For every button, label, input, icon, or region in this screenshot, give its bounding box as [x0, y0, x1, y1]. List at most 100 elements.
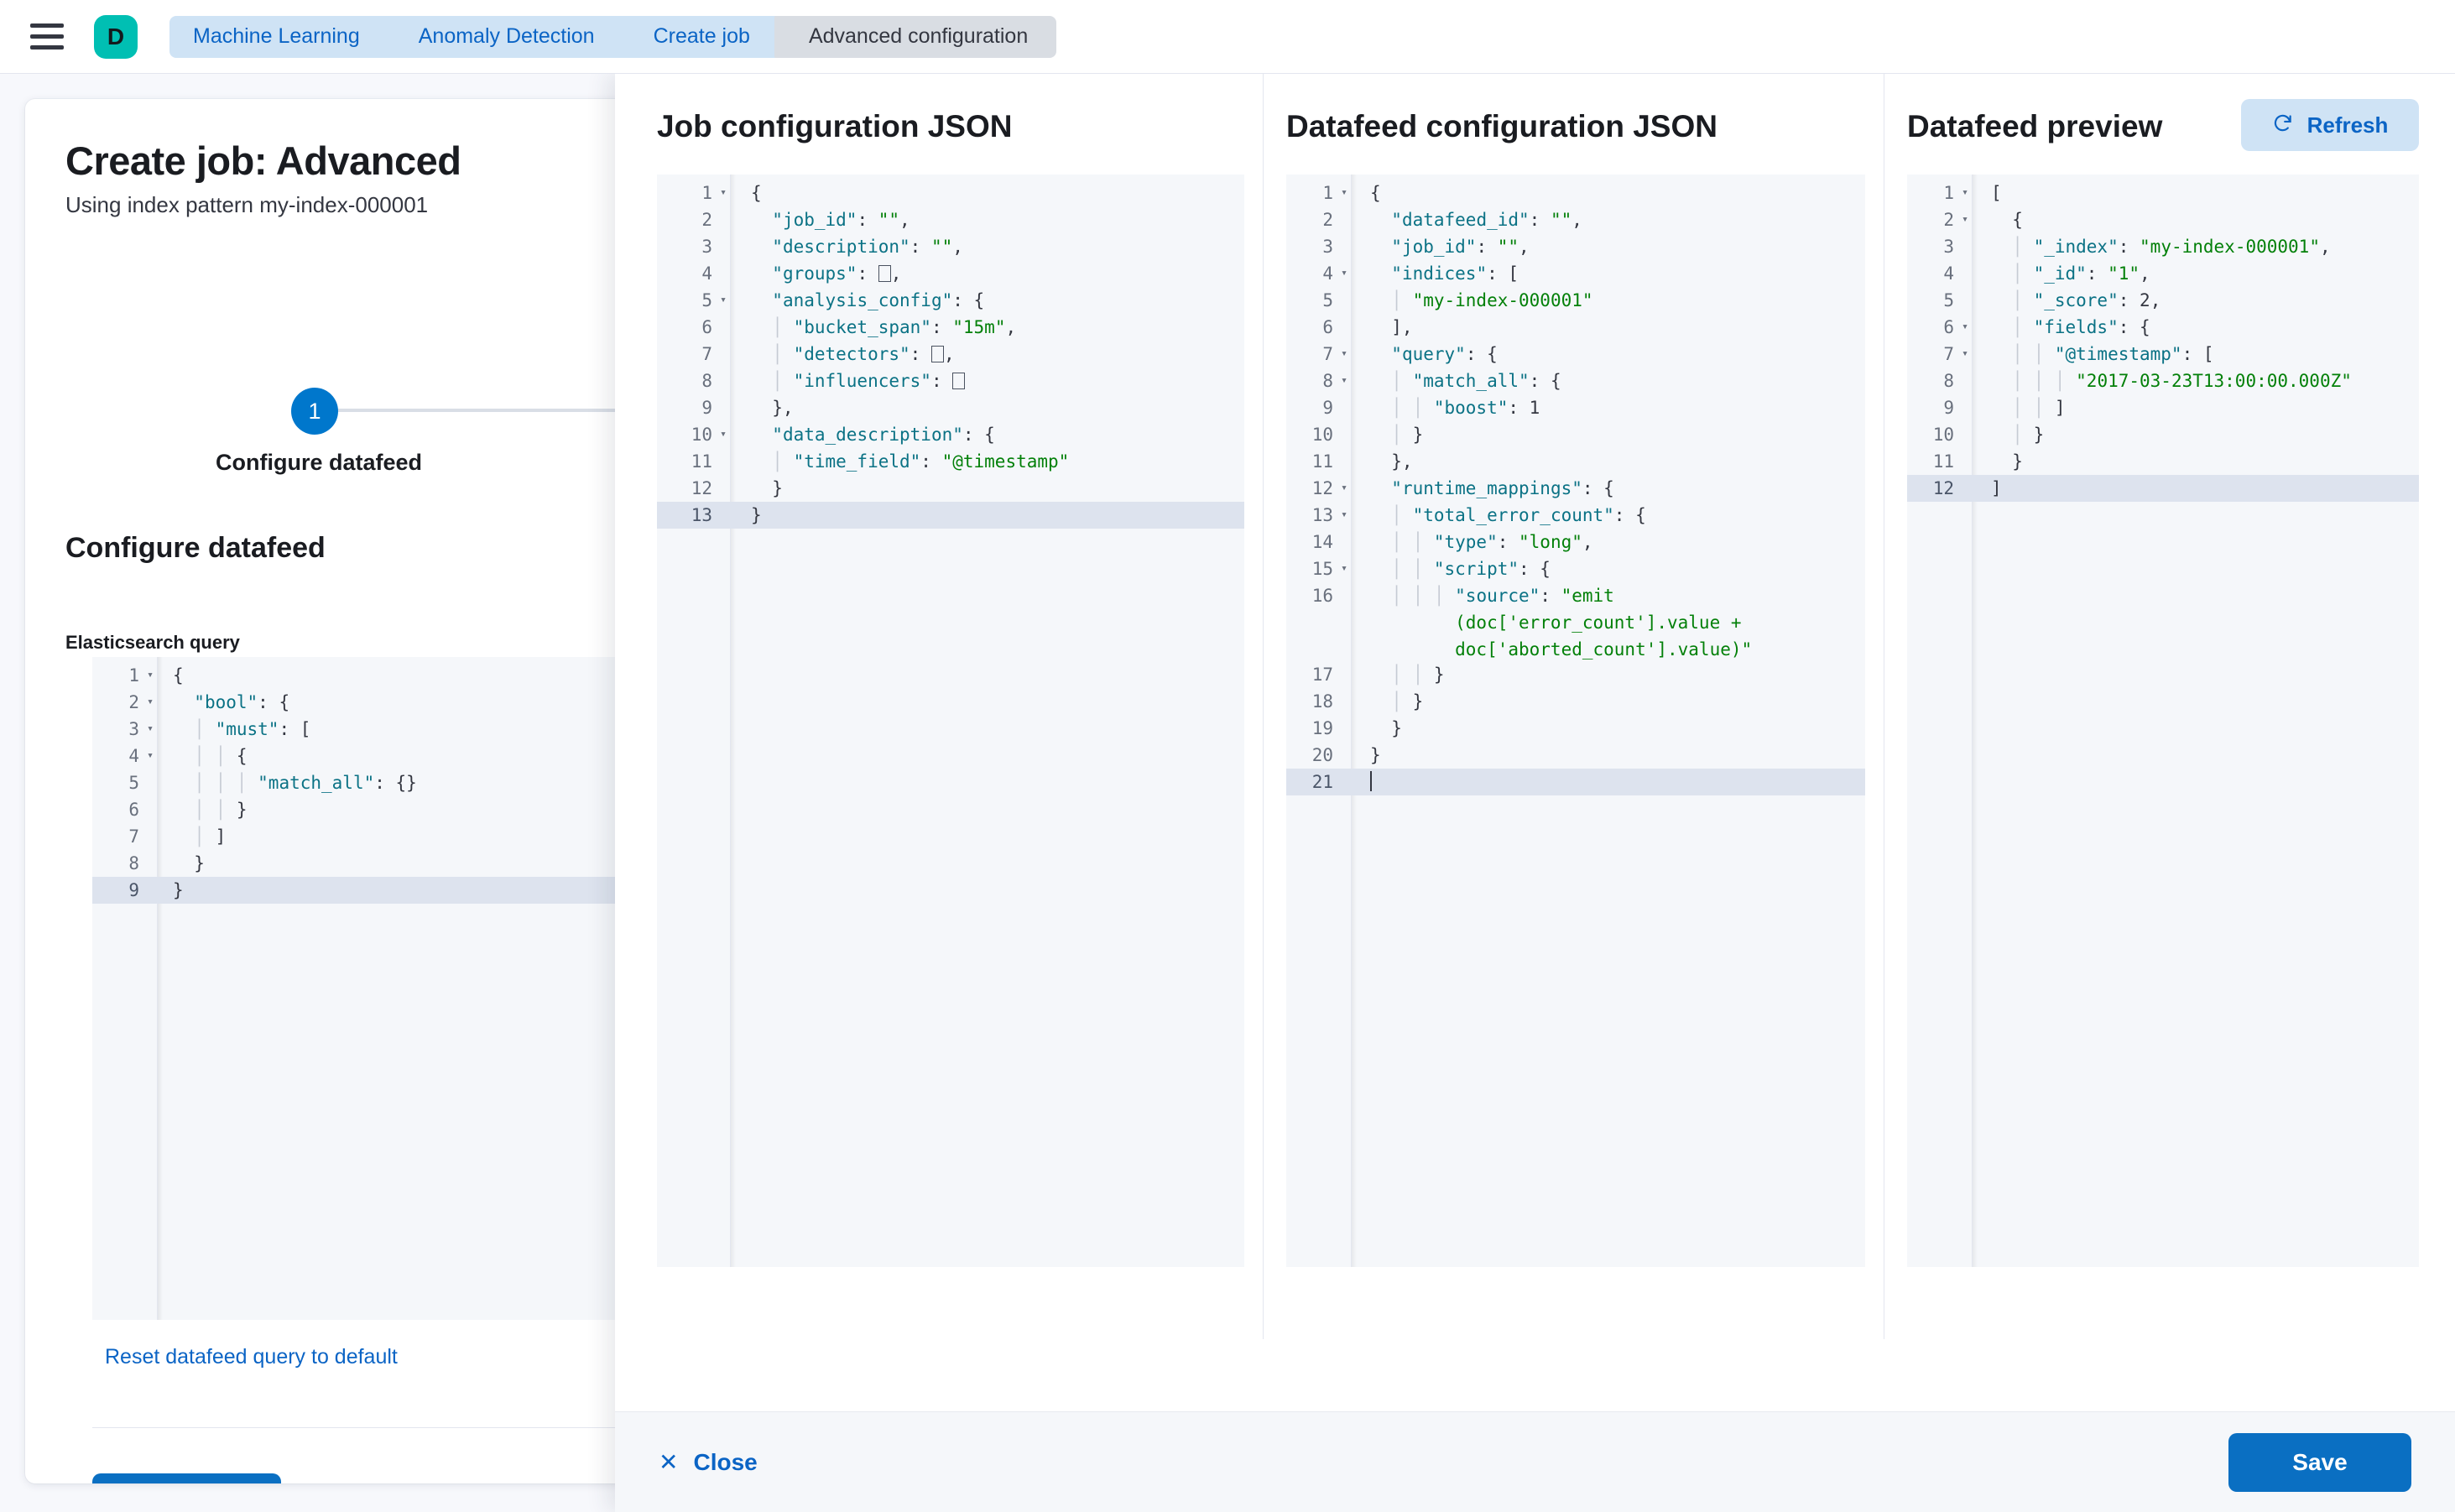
line-number: 11 [1311, 451, 1333, 472]
editor-scroll-shadow [1352, 175, 1357, 1267]
code-line-text: │ │ { [173, 746, 248, 766]
breadcrumb-item-label: Anomaly Detection [418, 24, 595, 48]
code-line: 6 │ │ } [92, 796, 1082, 823]
next-button[interactable]: Next ❯ [92, 1473, 281, 1483]
code-line: 13▾ │ "total_error_count": { [1286, 502, 1865, 529]
line-number: 20 [1311, 745, 1333, 765]
fold-toggle-icon[interactable]: ▾ [1962, 186, 1968, 199]
code-line: 11 } [1907, 448, 2419, 475]
line-number: 6 [1322, 317, 1333, 337]
code-line-text: │ "match_all": { [1370, 371, 1561, 391]
breadcrumb-item-machine-learning[interactable]: Machine Learning [169, 15, 405, 58]
code-line-text: }, [751, 398, 794, 418]
code-line: 2 "job_id": "", [657, 206, 1244, 233]
fold-toggle-icon[interactable]: ▾ [147, 669, 154, 681]
code-line: 7 │ "detectors": , [657, 341, 1244, 368]
code-line: 21 [1286, 769, 1865, 795]
code-line-text: { [1370, 183, 1381, 203]
code-line-text: "job_id": "", [772, 210, 910, 230]
editor-gutter [1907, 175, 1973, 1267]
code-line-text: │ │ │ "match_all": {} [173, 773, 417, 793]
code-line: 20} [1286, 742, 1865, 769]
line-number: 2 [701, 210, 712, 230]
fold-toggle-icon[interactable]: ▾ [1962, 213, 1968, 226]
datafeed-preview-editor[interactable]: 1▾[2▾ {3 │ "_index": "my-index-000001",4… [1907, 175, 2419, 1267]
code-line: 7 │ ] [92, 823, 1082, 850]
fold-toggle-icon[interactable]: ▾ [1962, 321, 1968, 333]
fold-toggle-icon[interactable]: ▾ [1341, 374, 1347, 387]
fold-toggle-icon[interactable]: ▾ [1341, 562, 1347, 575]
breadcrumb-separator-icon [383, 15, 405, 58]
fold-toggle-icon[interactable]: ▾ [720, 294, 727, 306]
line-number: 7 [128, 826, 139, 847]
refresh-button[interactable]: Refresh [2241, 99, 2419, 151]
code-line-text: "job_id": "", [1391, 237, 1530, 257]
code-line: 3 "description": "", [657, 233, 1244, 260]
code-line: 8 │ "influencers": [657, 368, 1244, 394]
code-line-text: │ "_score": 2, [1991, 290, 2161, 310]
fold-toggle-icon[interactable]: ▾ [1341, 482, 1347, 494]
column-separator [1263, 74, 1264, 1339]
line-number: 2 [128, 692, 139, 712]
code-line: 1▾{ [92, 662, 1082, 689]
line-number: 2 [1943, 210, 1954, 230]
code-line: 19 } [1286, 715, 1865, 742]
breadcrumb-item-label: Machine Learning [193, 24, 360, 48]
hamburger-icon[interactable] [30, 23, 65, 50]
datafeed-configuration-json-editor[interactable]: 1▾{2 "datafeed_id": "",3 "job_id": "",4▾… [1286, 175, 1865, 1267]
code-line-text: } [1991, 451, 2023, 472]
breadcrumb-item-anomaly-detection[interactable]: Anomaly Detection [384, 15, 640, 58]
line-number: 3 [128, 719, 139, 739]
code-line-text: } [751, 505, 762, 525]
code-line: 7▾ │ │ "@timestamp": [ [1907, 341, 2419, 368]
section-title: Configure datafeed [65, 532, 326, 564]
line-number: 2 [1322, 210, 1333, 230]
line-number: 8 [1322, 371, 1333, 391]
job-configuration-json-editor[interactable]: 1▾{2 "job_id": "",3 "description": "",4 … [657, 175, 1244, 1267]
fold-toggle-icon[interactable]: ▾ [147, 696, 154, 708]
code-line: 3 "job_id": "", [1286, 233, 1865, 260]
code-line: 5 │ "my-index-000001" [1286, 287, 1865, 314]
code-line-text [1370, 769, 1865, 795]
line-number: 9 [128, 880, 139, 900]
save-button[interactable]: Save [2228, 1432, 2411, 1492]
code-line: 10▾ "data_description": { [657, 421, 1244, 448]
code-line-text: { [751, 183, 762, 203]
editor-gutter [657, 175, 731, 1267]
close-button[interactable]: ✕ Close [659, 1448, 758, 1476]
fold-toggle-icon[interactable]: ▾ [720, 428, 727, 441]
code-line: 10 │ } [1907, 421, 2419, 448]
close-icon: ✕ [659, 1449, 679, 1475]
code-line: 5 │ "_score": 2, [1907, 287, 2419, 314]
editor-scroll-shadow [1973, 175, 1978, 1267]
line-number: 18 [1311, 691, 1333, 712]
refresh-button-label: Refresh [2306, 112, 2389, 138]
code-line-text: │ │ "boost": 1 [1370, 398, 1540, 418]
line-number: 5 [128, 773, 139, 793]
fold-toggle-icon[interactable]: ▾ [1341, 267, 1347, 279]
fold-toggle-icon[interactable]: ▾ [147, 749, 154, 762]
editor-gutter [92, 657, 158, 1320]
fold-toggle-icon[interactable]: ▾ [1341, 508, 1347, 521]
reset-datafeed-query-link[interactable]: Reset datafeed query to default [105, 1345, 398, 1369]
page-subtitle: Using index pattern my-index-000001 [65, 191, 429, 217]
code-line-text: } [751, 478, 783, 498]
code-line-text: "query": { [1391, 344, 1498, 364]
stepper-step-1[interactable]: 1 [291, 388, 338, 435]
code-line: 2▾ { [1907, 206, 2419, 233]
breadcrumb-item-create-job[interactable]: Create job [619, 15, 795, 58]
fold-toggle-icon[interactable]: ▾ [1962, 347, 1968, 360]
line-number: 5 [1322, 290, 1333, 310]
empty-array-glyph [952, 373, 966, 389]
fold-toggle-icon[interactable]: ▾ [720, 186, 727, 199]
fold-toggle-icon[interactable]: ▾ [147, 722, 154, 735]
code-line-text: "bool": { [194, 692, 290, 712]
fold-toggle-icon[interactable]: ▾ [1341, 186, 1347, 199]
code-line: 5 │ │ │ "match_all": {} [92, 769, 1082, 796]
breadcrumb-item-label: Create job [653, 24, 750, 48]
code-line: 12] [1907, 475, 2419, 502]
line-number: 11 [691, 451, 712, 472]
fold-toggle-icon[interactable]: ▾ [1341, 347, 1347, 360]
code-line-text: } [1370, 718, 1402, 738]
